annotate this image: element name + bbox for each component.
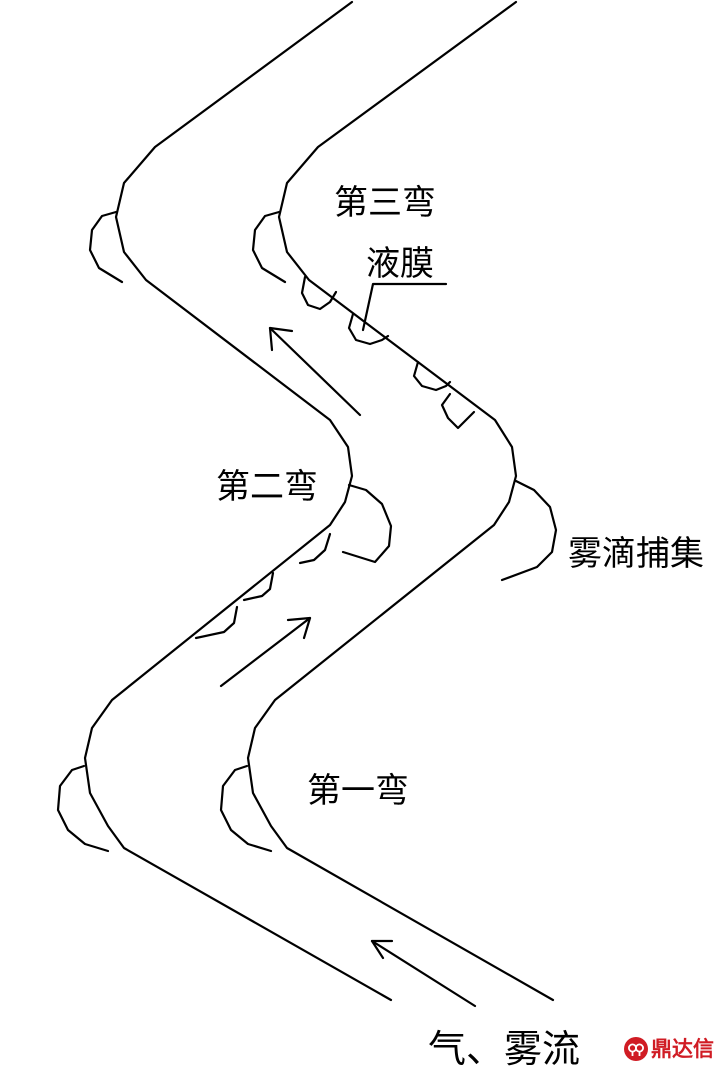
flow-arrow-bend2: [268, 326, 362, 417]
hook-collector-right-bend1: [219, 764, 273, 853]
hook-collector-right-bend3: [251, 210, 287, 284]
hook-collector-right-bend2-outer: [500, 479, 558, 582]
right-channel-wall: [246, 0, 555, 1002]
dingdaxin-logo-icon: [624, 1037, 648, 1061]
left-channel-wall: [83, 0, 393, 1002]
hook-collector-left-bend3: [88, 210, 124, 284]
film-droplet-1: [300, 275, 338, 311]
film-droplet-5: [298, 532, 332, 565]
label-bend1: 第一弯: [307, 771, 409, 811]
watermark-text: 鼎达信: [651, 1036, 714, 1061]
label-bend3: 第三弯: [334, 183, 436, 223]
film-droplet-3: [412, 360, 452, 392]
hook-collector-right-bend2: [341, 483, 393, 564]
film-droplet-2: [347, 312, 390, 346]
film-leader-line: [361, 282, 448, 332]
film-droplet-4: [440, 392, 476, 430]
hook-collector-left-bend1: [56, 764, 110, 853]
label-bend2: 第二弯: [216, 467, 318, 507]
flow-arrow-inlet: [370, 939, 477, 1008]
label-inflow: 气、雾流: [428, 1027, 581, 1071]
film-droplet-7: [194, 605, 239, 640]
label-mist-capture: 雾滴捕集: [568, 534, 704, 574]
flow-arrow-bend1: [219, 616, 312, 688]
film-droplet-6: [242, 571, 275, 602]
watermark-logo: 鼎达信: [624, 1037, 714, 1061]
label-liquid-film: 液膜: [366, 244, 434, 284]
